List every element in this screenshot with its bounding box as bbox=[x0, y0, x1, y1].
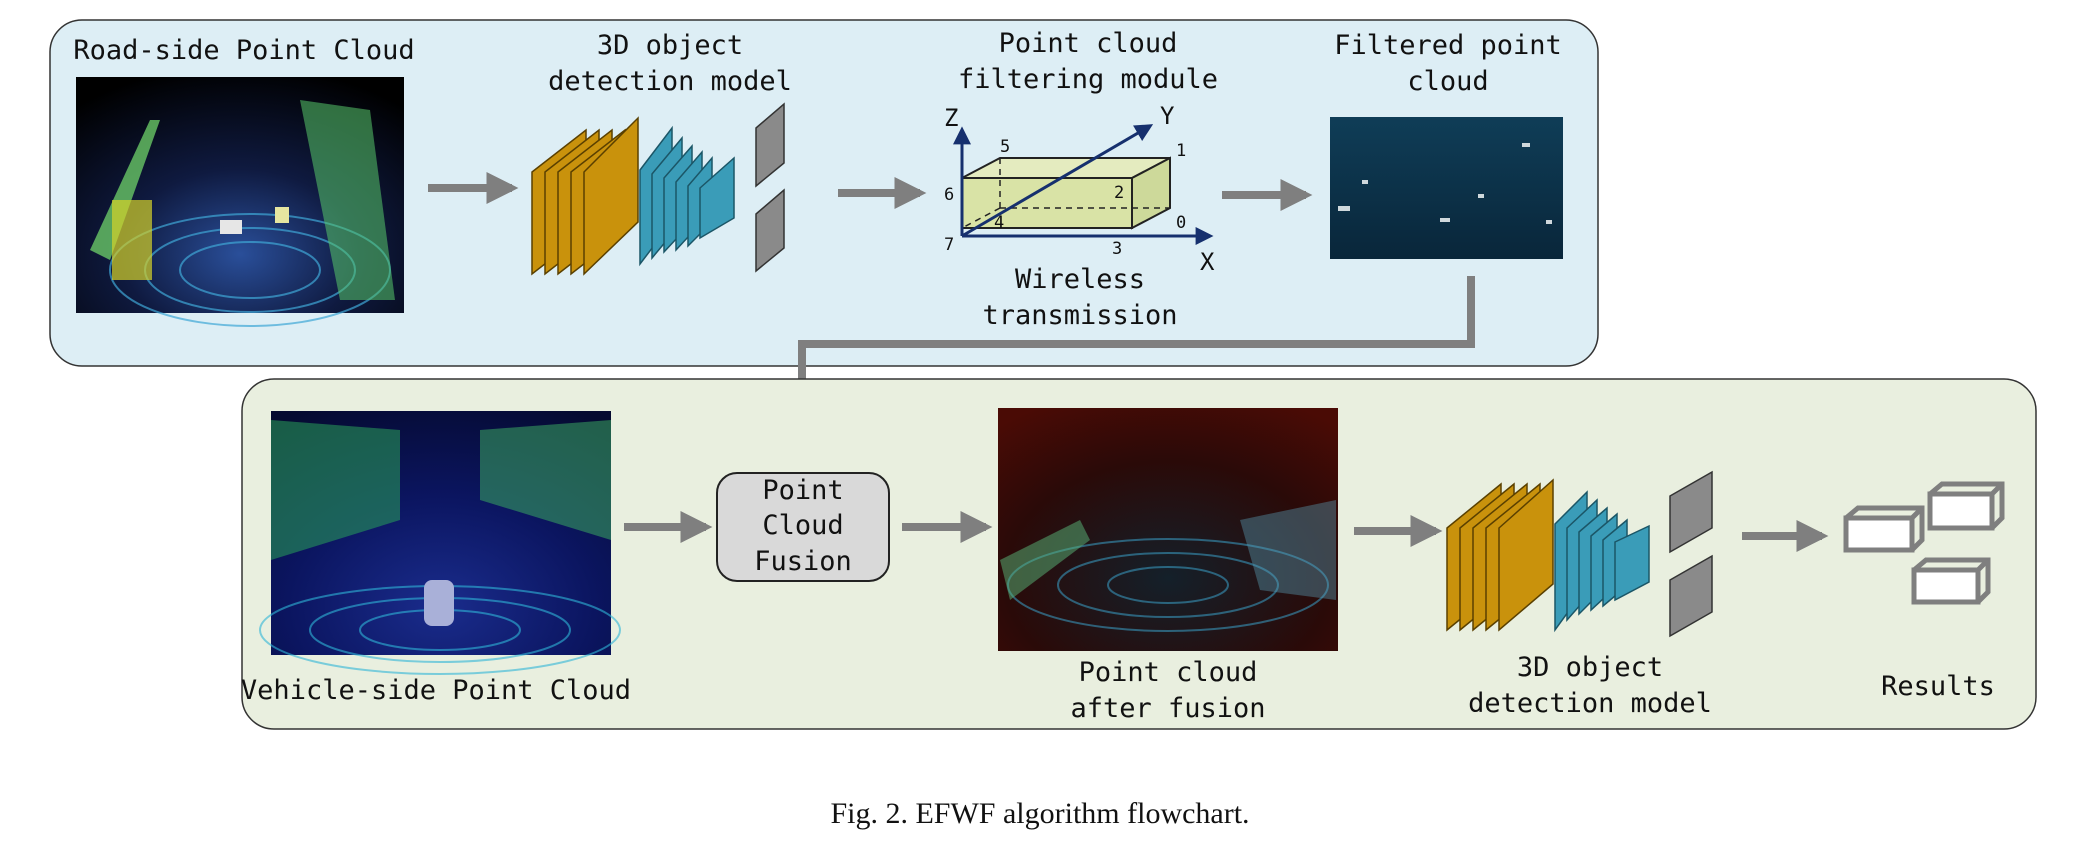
axis-z-label: Z bbox=[944, 104, 958, 132]
corner-3: 3 bbox=[1112, 239, 1122, 259]
corner-0: 0 bbox=[1176, 213, 1186, 233]
filter-cuboid-diagram bbox=[953, 124, 1214, 245]
corner-2: 2 bbox=[1114, 183, 1124, 203]
vehicle-detector-label-line1: 3D object bbox=[1517, 652, 1663, 683]
roadside-detector-label-line1: 3D object bbox=[597, 30, 743, 61]
axis-x-label: X bbox=[1200, 248, 1215, 276]
fused-point-cloud-image bbox=[998, 408, 1338, 651]
results-label: Results bbox=[1881, 671, 1995, 702]
fused-label-line1: Point cloud bbox=[1079, 657, 1258, 688]
roadside-detector-network-icon bbox=[531, 102, 785, 276]
transmission-label-line2: transmission bbox=[982, 300, 1177, 331]
roadside-panel bbox=[49, 19, 1599, 367]
fusion-label-line3: Fusion bbox=[754, 546, 852, 577]
corner-5: 5 bbox=[1000, 137, 1010, 157]
transmission-label-line1: Wireless bbox=[1015, 264, 1145, 295]
filtered-point-cloud-image bbox=[1330, 117, 1563, 259]
corner-6: 6 bbox=[944, 185, 954, 205]
fusion-box bbox=[716, 472, 890, 582]
axis-y-label: Y bbox=[1160, 102, 1175, 130]
filtered-label-line2: cloud bbox=[1407, 66, 1488, 97]
filter-label-line2: filtering module bbox=[958, 64, 1218, 95]
vehicle-detector-network-icon bbox=[1446, 470, 1713, 638]
vehicle-detector-label-line2: detection model bbox=[1468, 688, 1712, 719]
fusion-label-line1: Point bbox=[762, 475, 843, 506]
corner-1: 1 bbox=[1176, 141, 1186, 161]
corner-7: 7 bbox=[944, 235, 954, 255]
roadside-detector-label-line2: detection model bbox=[548, 66, 792, 97]
results-boxes-icon bbox=[1843, 481, 2005, 605]
roadside-point-cloud-image bbox=[76, 77, 404, 327]
roadside-input-label: Road-side Point Cloud bbox=[73, 35, 414, 66]
vehicle-input-label: Vehicle-side Point Cloud bbox=[241, 675, 631, 706]
corner-4: 4 bbox=[994, 213, 1004, 233]
filter-label-line1: Point cloud bbox=[999, 28, 1178, 59]
fused-label-line2: after fusion bbox=[1070, 693, 1265, 724]
vehicle-point-cloud-image bbox=[259, 411, 621, 675]
fusion-label-line2: Cloud bbox=[762, 510, 843, 541]
figure-caption: Fig. 2. EFWF algorithm flowchart. bbox=[830, 797, 1249, 830]
filtered-label-line1: Filtered point bbox=[1334, 30, 1562, 61]
